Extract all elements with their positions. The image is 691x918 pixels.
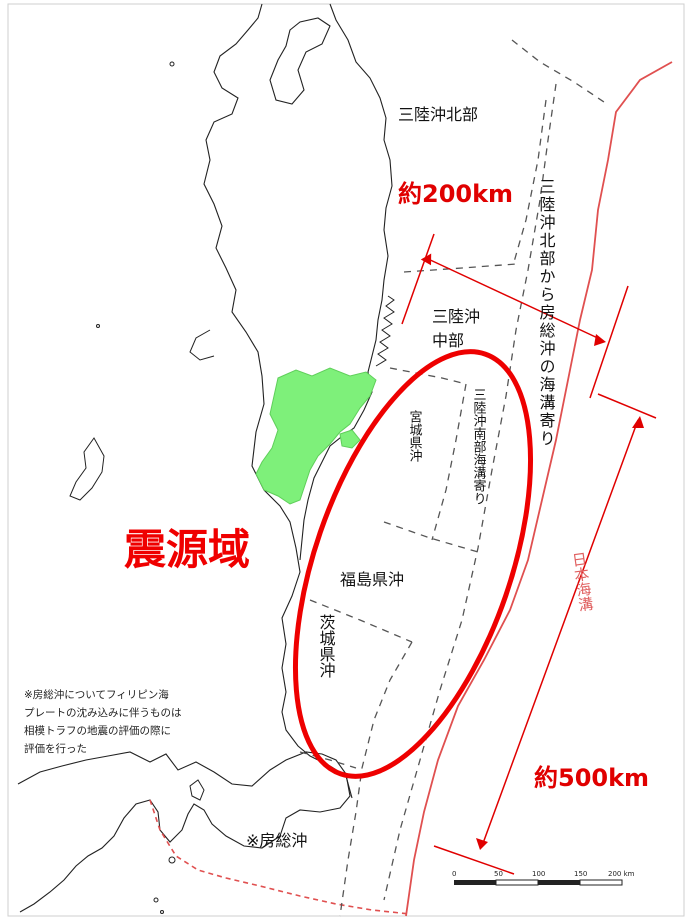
sado-island [69,437,105,501]
distance-length-label: 約500km [534,764,649,792]
width-arrow-line [425,257,603,341]
kanto-coastline [17,751,351,913]
scale-tick-label: 100 [532,870,545,878]
oshika-peninsula [339,429,361,449]
island-dot [160,910,164,914]
note-line: プレートの沈み込みに伴うものは [24,706,182,719]
arrow-head [632,416,644,428]
scale-tick-label: 0 [452,870,456,878]
island-dot [168,856,176,864]
region-boundaries [299,39,605,917]
japan-trench-line [405,61,673,917]
width-tick-left [401,233,435,325]
focal-area-label: 震源域 [124,525,250,574]
island-dot [153,897,159,903]
scale-tick-label: 50 [494,870,503,878]
shimokita-peninsula [269,17,331,105]
map-frame [7,3,685,917]
arrow-head [420,253,432,266]
miyagi-prefecture-highlight [255,367,377,505]
label-sanriku-north: 三陸沖北部 [398,105,478,124]
arrow-head [594,334,606,346]
label-miyagi: 宮城県沖 [407,409,423,462]
west-coast-peninsula [189,329,215,361]
label-trench-side: 三陸沖北部から房総沖の海溝寄り [537,178,556,448]
note-line: 相模トラフの地震の評価の際に [24,724,171,737]
island-dot [169,61,175,67]
length-tick-top [597,393,657,419]
honshu-coastline [203,3,353,799]
label-fukushima: 福島県沖 [340,570,404,589]
label-ibaraki: 茨城県沖 [317,614,336,678]
length-tick-bottom [433,845,515,875]
distance-width-label: 約200km [398,180,513,208]
note-line: 評価を行った [24,742,87,755]
island-dot [96,324,100,328]
label-sanriku-middle: 三陸沖 [432,307,480,326]
length-arrow-line [481,419,639,847]
scale-tick-label: 200 km [608,870,635,878]
honshu-pacific-coast [299,3,393,561]
scale-bar: 0 50 100 150 200 km [452,870,635,886]
distance-markers [401,233,657,875]
sanriku-rias-coast [375,295,395,367]
note-line: ※房総沖についてフィリピン海 [24,688,169,701]
focal-area-ellipse [292,349,534,779]
label-sanriku-middle-2: 中部 [432,331,464,350]
label-boso: ※房総沖 [246,831,307,850]
width-tick-right [589,285,629,399]
label-sanriku-south-trench: 三陸沖南部海溝寄り [471,388,487,505]
arrow-head [476,838,488,850]
izu-peninsula [189,779,205,801]
scale-tick-label: 150 [574,870,587,878]
sagami-trough-dashed [149,799,411,915]
arrow-heads [420,253,644,850]
